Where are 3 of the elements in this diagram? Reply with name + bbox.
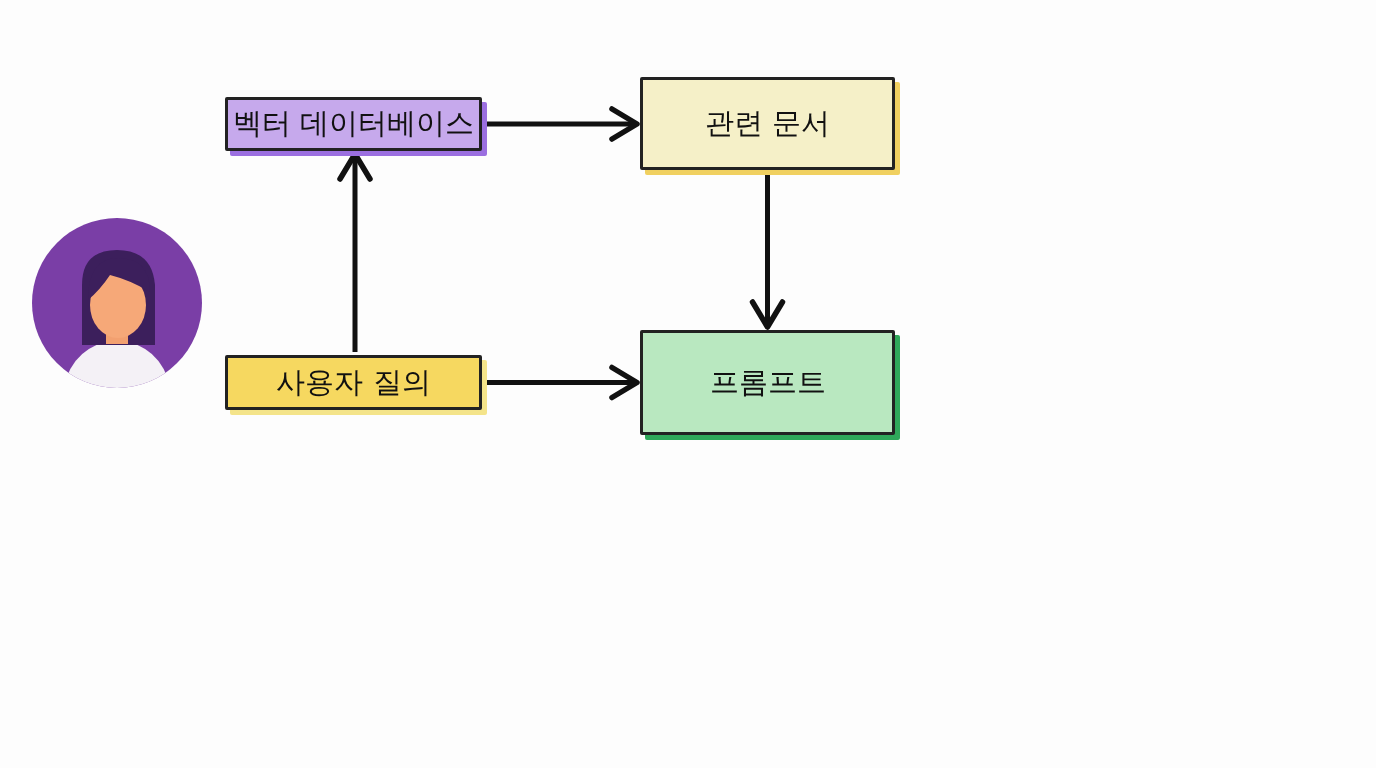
arrow <box>749 173 786 330</box>
arrow <box>485 364 640 401</box>
arrow <box>485 106 640 142</box>
